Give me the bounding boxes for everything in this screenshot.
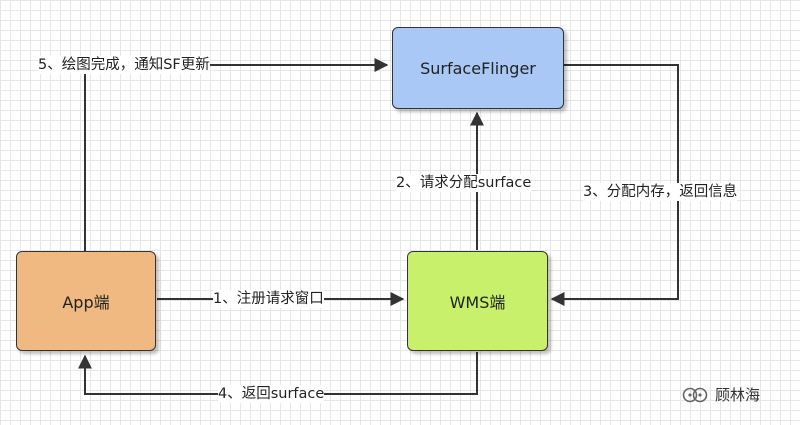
watermark: 顾林海 [681,384,760,405]
edge-label-5: 5、绘图完成，通知SF更新 [38,56,210,74]
node-surfaceflinger-label: SurfaceFlinger [420,58,536,78]
edge-label-1: 1、注册请求窗口 [213,290,324,308]
node-app-label: App端 [62,293,110,312]
node-surfaceflinger: SurfaceFlinger [392,27,564,109]
wechat-official-account-icon [682,387,708,402]
watermark-text: 顾林海 [715,386,761,404]
node-wms: WMS端 [407,251,548,351]
edge-label-2: 2、请求分配surface [396,174,532,192]
edge-label-3: 3、分配内存，返回信息 [583,183,738,201]
edge-label-4: 4、返回surface [218,385,325,403]
node-wms-label: WMS端 [449,293,506,312]
node-app: App端 [16,251,156,351]
edge-app-to-sf [84,58,389,251]
edge-sf-to-wms [550,64,679,306]
